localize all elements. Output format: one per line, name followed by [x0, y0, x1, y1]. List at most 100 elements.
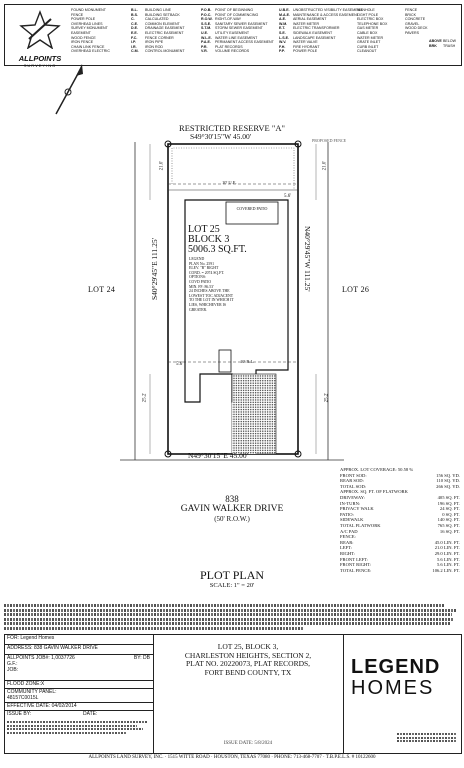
legend-abbr: U.B.E. [279, 8, 290, 12]
side-setback-left: 5.6' [176, 362, 184, 367]
legend-item: GAS METER [357, 26, 379, 31]
legend-abbr: W.L.E. [201, 35, 212, 40]
tb-signature-lines [7, 721, 147, 749]
coverage-label: IN-TURN: [340, 500, 361, 506]
scale-label: SCALE: 1" = 20' [209, 582, 255, 589]
brand-top: LEGEND [351, 656, 441, 678]
coverage-value: 16 SQ. FT. [439, 528, 460, 534]
legend-abbr: P.O.C. [201, 12, 212, 17]
legend-text: LANDSCAPE EASEMENT [293, 35, 336, 40]
coverage-label: A/C PAD [340, 528, 358, 534]
legal-description: LOT 25, BLOCK 3,CHARLESTON HEIGHTS, SECT… [155, 642, 341, 677]
coverage-value: 140 SQ. FT. [437, 517, 460, 523]
coverage-label: PATIO: [340, 511, 354, 517]
covered-patio-label: COVERED PATIO [236, 206, 268, 211]
legend-abbr: P.R. [201, 44, 208, 49]
house-info-line: LEGEND [189, 257, 205, 261]
legend-item: OVERHEAD LINES [71, 21, 103, 26]
fence-note: PROPOSED FENCE [312, 138, 347, 143]
legend-text: SIDEWALK EASEMENT [293, 30, 333, 35]
coverage-value: 0 SQ. FT. [442, 511, 460, 517]
legend-item: WOOD FENCE [71, 35, 96, 40]
tb-flood: FLOOD ZONE:X [5, 681, 153, 689]
coverage-row: PATIO: 0 SQ. FT. [340, 512, 460, 518]
legal-line: FORT BEND COUNTY, TX [204, 667, 292, 677]
restricted-reserve-label: RESTRICTED RESERVE "A" [179, 123, 285, 133]
legend-abbr: S.E. [279, 30, 286, 35]
legend-item: PAVERS [405, 30, 420, 35]
legend-text: UNOBSTRUCTED VISIBILITY EASEMENT [293, 8, 363, 12]
tb-issue-by: ISSUE BY: [7, 711, 32, 717]
left-bearing: S40°29'45"E 111.25' [150, 238, 159, 300]
legend-item: B.S.BUILDING SETBACK [131, 13, 185, 18]
legend-item: CURB INLET [357, 44, 379, 49]
legend-text: CALCULATED [145, 17, 169, 22]
legend-text: WATER VALVE [293, 40, 318, 45]
house-info-line: COVD PATIO [189, 279, 212, 284]
legend-text: IRON PIPE [145, 40, 164, 45]
legend-item: LIGHT POLE [357, 12, 379, 17]
coverage-value: 196 SQ. FT. [437, 500, 460, 506]
coverage-row: REAR SOD: 110 SQ. YD. [340, 478, 460, 484]
tb-job-block: ALLPOINTS JOB#: 1,0037726 BY: DB G.F.: J… [5, 655, 153, 681]
legend-abbr: F.H. [279, 44, 286, 49]
legend-item: FOUND MONUMENT [71, 8, 106, 12]
coverage-value: 405 SQ. FT. [437, 494, 460, 500]
legend-item: B.L.BUILDING LINE [131, 8, 185, 13]
legend-text: ELECTRIC EASEMENT [145, 30, 184, 35]
legend-abbr: V.R. [201, 49, 208, 54]
legend-abbr: C.E. [131, 21, 138, 26]
tb-date: DATE: [83, 711, 98, 717]
street-name: GAVIN WALKER DRIVE [180, 504, 284, 514]
legend-abbr: D.E. [131, 26, 138, 31]
legend-text: BUILDING LINE [145, 8, 171, 12]
coverage-value: 21.0 LIN. FT. [434, 545, 460, 551]
house-info-line: LOWEST TOC ADJACENT [189, 293, 234, 298]
plot-plan-title: PLOT PLAN [199, 568, 265, 582]
legend-abbr: S.S.E. [201, 21, 212, 26]
house-info-line: COND. = 2074 SQ.FT. [189, 270, 225, 275]
legend-item: OVERHEAD ELECTRIC [71, 49, 110, 54]
survey-notes [4, 604, 460, 634]
legend-text: FIRE HYDRANT [293, 44, 320, 49]
legend-text: WATER METER [293, 21, 320, 26]
legend-abbr: P.O.B. [201, 8, 212, 12]
legend-item: ELECTRIC BOX [357, 17, 384, 22]
legend-item: MANHOLE [357, 8, 375, 12]
tb-community: COMMUNITY PANEL: [7, 689, 57, 695]
utility-easement: 10' U.E. [222, 180, 237, 185]
legend-item: I.P.IRON PIPE [131, 40, 185, 45]
legend-abbr: P.A.E. [201, 40, 211, 45]
coverage-table: APPROX. LOT COVERAGE: 50.58 %FRONT SOD:1… [340, 467, 460, 573]
coverage-value: 45.0 LIN. FT. [434, 539, 460, 545]
title-block: FOR: Legend Homes ADDRESS: 838 GAVIN WAL… [4, 634, 462, 754]
coverage-row: TOTAL FENCE:106.2 LIN. FT. [340, 568, 460, 574]
coverage-label: PRIVACY WALK [340, 506, 374, 512]
legend-homes-logo: LEGEND HOMES [351, 657, 455, 699]
coverage-label: REAR SOD: [340, 478, 364, 484]
legend-text: POINT OF BEGINNING [215, 8, 254, 12]
coverage-row: LEFT:21.0 LIN. FT. [340, 545, 460, 551]
legend-item: GRAVEL [405, 21, 420, 26]
setback-left-bottom: 25.2' [142, 392, 148, 403]
coverage-value: 110 SQ. YD. [436, 478, 460, 484]
street-row: (50' R.O.W.) [214, 515, 250, 523]
legend-item: CHAIN LINK FENCE [71, 44, 105, 49]
legend-text: UTILITY EASEMENT [215, 30, 250, 35]
legend-abbr: L.S.E. [279, 35, 289, 40]
legend-abbr: C. [131, 17, 135, 22]
tb-address: ADDRESS: 838 GAVIN WALKER DRIVE [5, 645, 153, 655]
legend-item: U.E.UTILITY EASEMENT [201, 31, 274, 36]
legend-abbr: S.T.M. [201, 26, 212, 31]
house-info-line: LIES, WHICHEVER IS [189, 302, 226, 307]
legend-text: DRAINAGE EASEMENT [145, 26, 185, 31]
setback-right-bottom: 25.2' [324, 392, 330, 403]
legend-text: WATER LINE EASEMENT [215, 35, 258, 40]
setback-right-top: 21.0' [322, 160, 328, 171]
coverage-label: FRONT SOD: [340, 472, 367, 478]
legend-item: W.L.E.WATER LINE EASEMENT [201, 36, 274, 41]
legend-item: E.E.ELECTRIC EASEMENT [131, 31, 185, 36]
